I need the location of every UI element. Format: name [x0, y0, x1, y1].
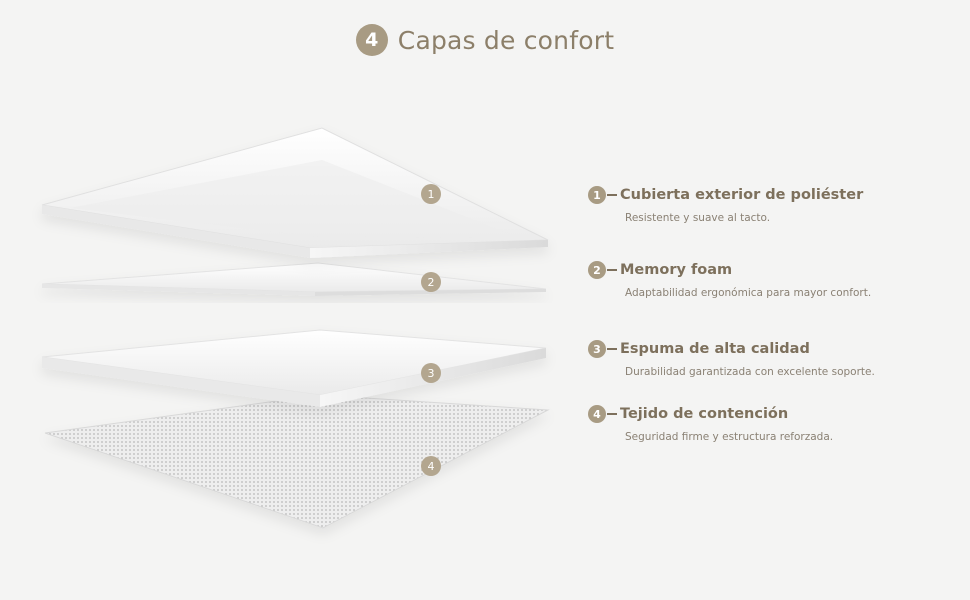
layer-3-badge: 3 — [421, 363, 441, 383]
legend-title-1: Cubierta exterior de poliéster — [620, 187, 864, 203]
layer-3-foam — [41, 329, 547, 407]
legend-badge-3: 3 — [588, 340, 606, 358]
page-title: Capas de confort — [397, 25, 615, 55]
svg-text:2: 2 — [428, 276, 435, 289]
legend-item-1: 1 Cubierta exterior de poliéster Resiste… — [588, 186, 968, 224]
legend-badge-1: 1 — [588, 186, 606, 204]
legend-title-4: Tejido de contención — [620, 406, 789, 422]
layer-1-badge: 1 — [421, 184, 441, 204]
legend-dash — [607, 413, 617, 415]
legend-dash — [607, 194, 617, 196]
legend-desc-3: Durabilidad garantizada con excelente so… — [625, 366, 875, 378]
layer-2-memory-foam — [41, 262, 547, 296]
legend-title-2: Memory foam — [620, 262, 733, 278]
legend-desc-4: Seguridad firme y estructura reforzada. — [625, 431, 834, 443]
layer-4-mesh — [44, 394, 550, 529]
legend-desc-1: Resistente y suave al tacto. — [625, 212, 771, 224]
page-header: 4 Capas de confort — [0, 24, 970, 56]
svg-text:1: 1 — [428, 188, 435, 201]
layer-2-badge: 2 — [421, 272, 441, 292]
svg-text:4: 4 — [428, 460, 435, 473]
legend-item-4: 4 Tejido de contención Seguridad firme y… — [588, 405, 968, 443]
legend-title-3: Espuma de alta calidad — [620, 341, 810, 357]
legend-badge-2: 2 — [588, 261, 606, 279]
legend-dash — [607, 269, 617, 271]
legend-item-2: 2 Memory foam Adaptabilidad ergonómica p… — [588, 261, 968, 299]
legend-dash — [607, 348, 617, 350]
legend-badge-4: 4 — [588, 405, 606, 423]
layer-1-cover — [41, 127, 549, 258]
legend-item-3: 3 Espuma de alta calidad Durabilidad gar… — [588, 340, 968, 378]
layers-illustration: 1 2 3 4 — [0, 80, 600, 560]
legend-desc-2: Adaptabilidad ergonómica para mayor conf… — [625, 287, 872, 299]
title-number-badge: 4 — [355, 24, 388, 56]
layer-4-badge: 4 — [421, 456, 441, 476]
svg-text:3: 3 — [428, 367, 435, 380]
